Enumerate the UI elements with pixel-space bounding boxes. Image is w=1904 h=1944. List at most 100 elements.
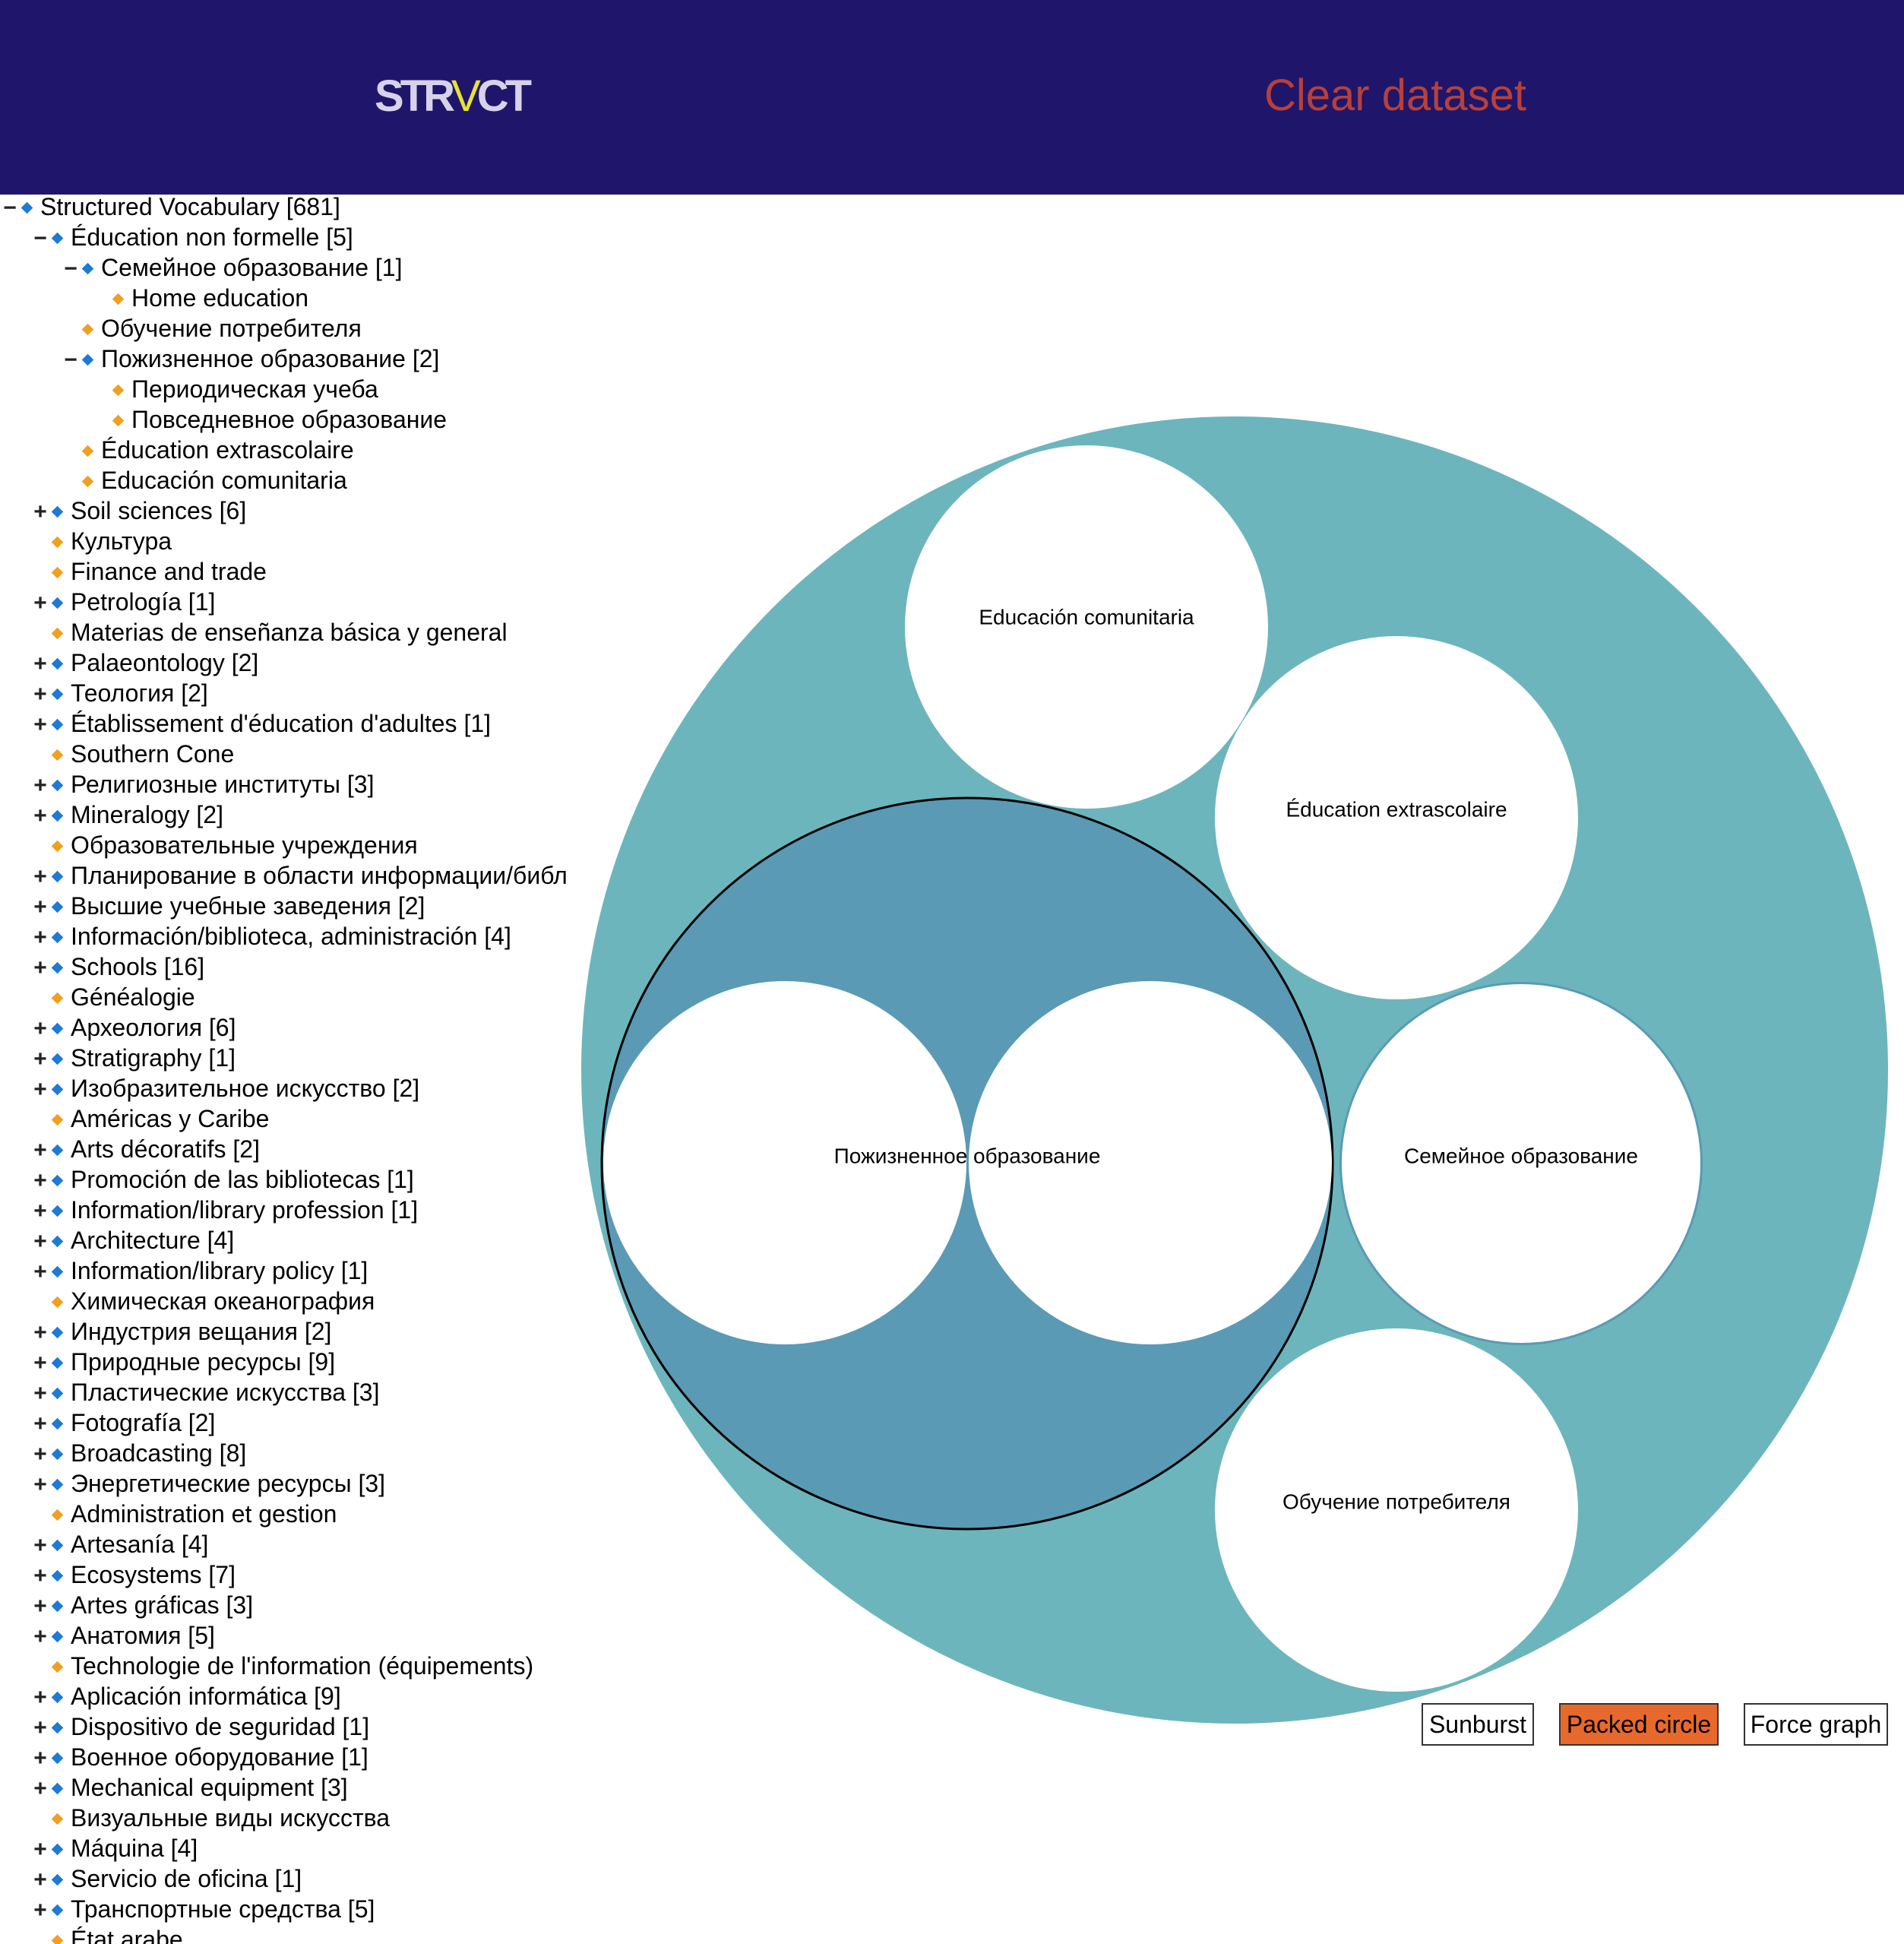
tree-node[interactable]: +Arts décoratifs [2] bbox=[32, 1134, 260, 1164]
expand-icon[interactable]: + bbox=[33, 925, 47, 950]
tree-node[interactable]: +Artesanía [4] bbox=[32, 1529, 208, 1559]
tree-node[interactable]: Southern Cone bbox=[32, 739, 234, 769]
expand-icon[interactable]: + bbox=[33, 1138, 47, 1163]
tree-node[interactable]: +Dispositivo de seguridad [1] bbox=[32, 1711, 369, 1742]
tree-node[interactable]: +Высшие учебные заведения [2] bbox=[32, 891, 425, 921]
tree-node[interactable]: +Information/library policy [1] bbox=[32, 1255, 368, 1286]
collapse-icon[interactable]: − bbox=[3, 195, 17, 220]
tree-node[interactable]: Materias de enseñanza básica y general bbox=[32, 617, 508, 647]
expand-icon[interactable]: + bbox=[33, 773, 47, 798]
tree-node[interactable]: +Información/biblioteca, administración … bbox=[32, 921, 511, 951]
expand-icon[interactable]: + bbox=[33, 955, 47, 980]
expand-icon[interactable]: + bbox=[33, 1867, 47, 1892]
expand-icon[interactable]: + bbox=[33, 1198, 47, 1224]
expand-icon[interactable]: + bbox=[33, 1077, 47, 1102]
expand-icon[interactable]: + bbox=[33, 1411, 47, 1436]
expand-icon[interactable]: + bbox=[33, 1442, 47, 1467]
clear-dataset-button[interactable]: Clear dataset bbox=[1264, 71, 1526, 120]
expand-icon[interactable]: + bbox=[33, 682, 47, 707]
tree-node[interactable]: +Энергетические ресурсы [3] bbox=[32, 1468, 385, 1499]
expand-icon[interactable]: + bbox=[33, 1168, 47, 1193]
expand-icon[interactable]: + bbox=[33, 1016, 47, 1041]
collapse-icon[interactable]: − bbox=[64, 256, 77, 281]
tree-node[interactable]: +Artes gráficas [3] bbox=[32, 1590, 253, 1620]
tree-node[interactable]: −Пожизненное образование [2] bbox=[62, 344, 439, 374]
leaf-circle[interactable] bbox=[603, 981, 966, 1344]
tree-node[interactable]: +Пластические искусства [3] bbox=[32, 1377, 379, 1407]
expand-icon[interactable]: + bbox=[33, 1563, 47, 1588]
expand-icon[interactable]: + bbox=[33, 1533, 47, 1558]
expand-icon[interactable]: + bbox=[33, 1715, 47, 1740]
collapse-icon[interactable]: − bbox=[64, 347, 77, 372]
expand-icon[interactable]: + bbox=[33, 894, 47, 920]
expand-icon[interactable]: + bbox=[33, 590, 47, 616]
expand-icon[interactable]: + bbox=[33, 1320, 47, 1345]
expand-icon[interactable]: + bbox=[33, 1381, 47, 1406]
sunburst-button[interactable]: Sunburst bbox=[1422, 1703, 1534, 1746]
expand-icon[interactable]: + bbox=[33, 1624, 47, 1649]
tree-node[interactable]: État arabe bbox=[32, 1924, 183, 1944]
tree-node[interactable]: Américas y Caribe bbox=[32, 1103, 269, 1134]
tree-node[interactable]: Éducation extrascolaire bbox=[62, 435, 354, 465]
expand-icon[interactable]: + bbox=[33, 1046, 47, 1072]
tree-node[interactable]: +Soil sciences [6] bbox=[32, 495, 246, 526]
tree-node[interactable]: −Éducation non formelle [5] bbox=[32, 222, 353, 252]
expand-icon[interactable]: + bbox=[33, 1259, 47, 1284]
tree-node[interactable]: Technologie de l'information (équipement… bbox=[32, 1651, 533, 1681]
force-graph-button[interactable]: Force graph bbox=[1744, 1703, 1888, 1746]
tree-node[interactable]: +Schools [16] bbox=[32, 951, 204, 982]
tree-node[interactable]: +Petrología [1] bbox=[32, 587, 215, 617]
tree-node[interactable]: +Information/library profession [1] bbox=[32, 1195, 418, 1225]
collapse-icon[interactable]: − bbox=[33, 226, 47, 251]
expand-icon[interactable]: + bbox=[33, 1685, 47, 1710]
tree-node[interactable]: +Mechanical equipment [3] bbox=[32, 1772, 347, 1803]
packed-circle-button[interactable]: Packed circle bbox=[1559, 1703, 1719, 1746]
tree-node[interactable]: −Structured Vocabulary [681] bbox=[2, 192, 340, 222]
tree-node[interactable]: Повседневное образование bbox=[93, 404, 447, 435]
tree-node[interactable]: Educación comunitaria bbox=[62, 465, 347, 495]
expand-icon[interactable]: + bbox=[33, 864, 47, 889]
tree-node[interactable]: +Architecture [4] bbox=[32, 1225, 234, 1255]
strvct-logo[interactable]: STRVCT bbox=[375, 71, 532, 121]
leaf-circle[interactable] bbox=[1342, 984, 1700, 1343]
expand-icon[interactable]: + bbox=[33, 712, 47, 737]
expand-icon[interactable]: + bbox=[33, 1746, 47, 1771]
group-circle-focused[interactable] bbox=[600, 796, 1334, 1531]
tree-node[interactable]: +Религиозные институты [3] bbox=[32, 769, 374, 799]
tree-node[interactable]: Finance and trade bbox=[32, 556, 267, 587]
tree-node[interactable]: Home education bbox=[93, 283, 308, 313]
tree-node[interactable]: +Индустрия вещания [2] bbox=[32, 1316, 331, 1347]
tree-node[interactable]: Обучение потребителя bbox=[62, 313, 362, 344]
tree-node[interactable]: +Изобразительное искусство [2] bbox=[32, 1073, 419, 1103]
expand-icon[interactable]: + bbox=[33, 1229, 47, 1254]
tree-node[interactable]: Généalogie bbox=[32, 982, 195, 1012]
leaf-circle[interactable] bbox=[905, 445, 1268, 809]
tree-node[interactable]: +Природные ресурсы [9] bbox=[32, 1347, 335, 1377]
tree-node[interactable]: Administration et gestion bbox=[32, 1499, 337, 1529]
expand-icon[interactable]: + bbox=[33, 499, 47, 524]
leaf-circle[interactable] bbox=[969, 981, 1332, 1344]
expand-icon[interactable]: + bbox=[33, 651, 47, 676]
leaf-circle[interactable] bbox=[1215, 1328, 1578, 1692]
expand-icon[interactable]: + bbox=[33, 1898, 47, 1923]
tree-node[interactable]: +Fotografía [2] bbox=[32, 1407, 215, 1438]
tree-node[interactable]: Культура bbox=[32, 526, 172, 556]
tree-node[interactable]: Периодическая учеба bbox=[93, 374, 378, 404]
tree-node[interactable]: +Mineralogy [2] bbox=[32, 799, 223, 830]
leaf-circle[interactable] bbox=[1215, 636, 1578, 999]
tree-node[interactable]: +Broadcasting [8] bbox=[32, 1438, 246, 1468]
expand-icon[interactable]: + bbox=[33, 1776, 47, 1801]
expand-icon[interactable]: + bbox=[33, 1837, 47, 1862]
tree-node[interactable]: Образовательные учреждения bbox=[32, 830, 418, 860]
tree-node[interactable]: +Ecosystems [7] bbox=[32, 1559, 236, 1590]
tree-node[interactable]: +Планирование в области информации/библ bbox=[32, 860, 568, 891]
tree-node[interactable]: +Máquina [4] bbox=[32, 1833, 198, 1863]
tree-node[interactable]: +Promoción de las bibliotecas [1] bbox=[32, 1164, 414, 1195]
tree-node[interactable]: +Stratigraphy [1] bbox=[32, 1043, 236, 1073]
tree-node[interactable]: Химическая океанография bbox=[32, 1286, 375, 1316]
tree-node[interactable]: +Анатомия [5] bbox=[32, 1620, 215, 1651]
tree-node[interactable]: +Aplicación informática [9] bbox=[32, 1681, 340, 1711]
expand-icon[interactable]: + bbox=[33, 1594, 47, 1619]
expand-icon[interactable]: + bbox=[33, 1472, 47, 1497]
tree-node[interactable]: +Транспортные средства [5] bbox=[32, 1894, 375, 1924]
